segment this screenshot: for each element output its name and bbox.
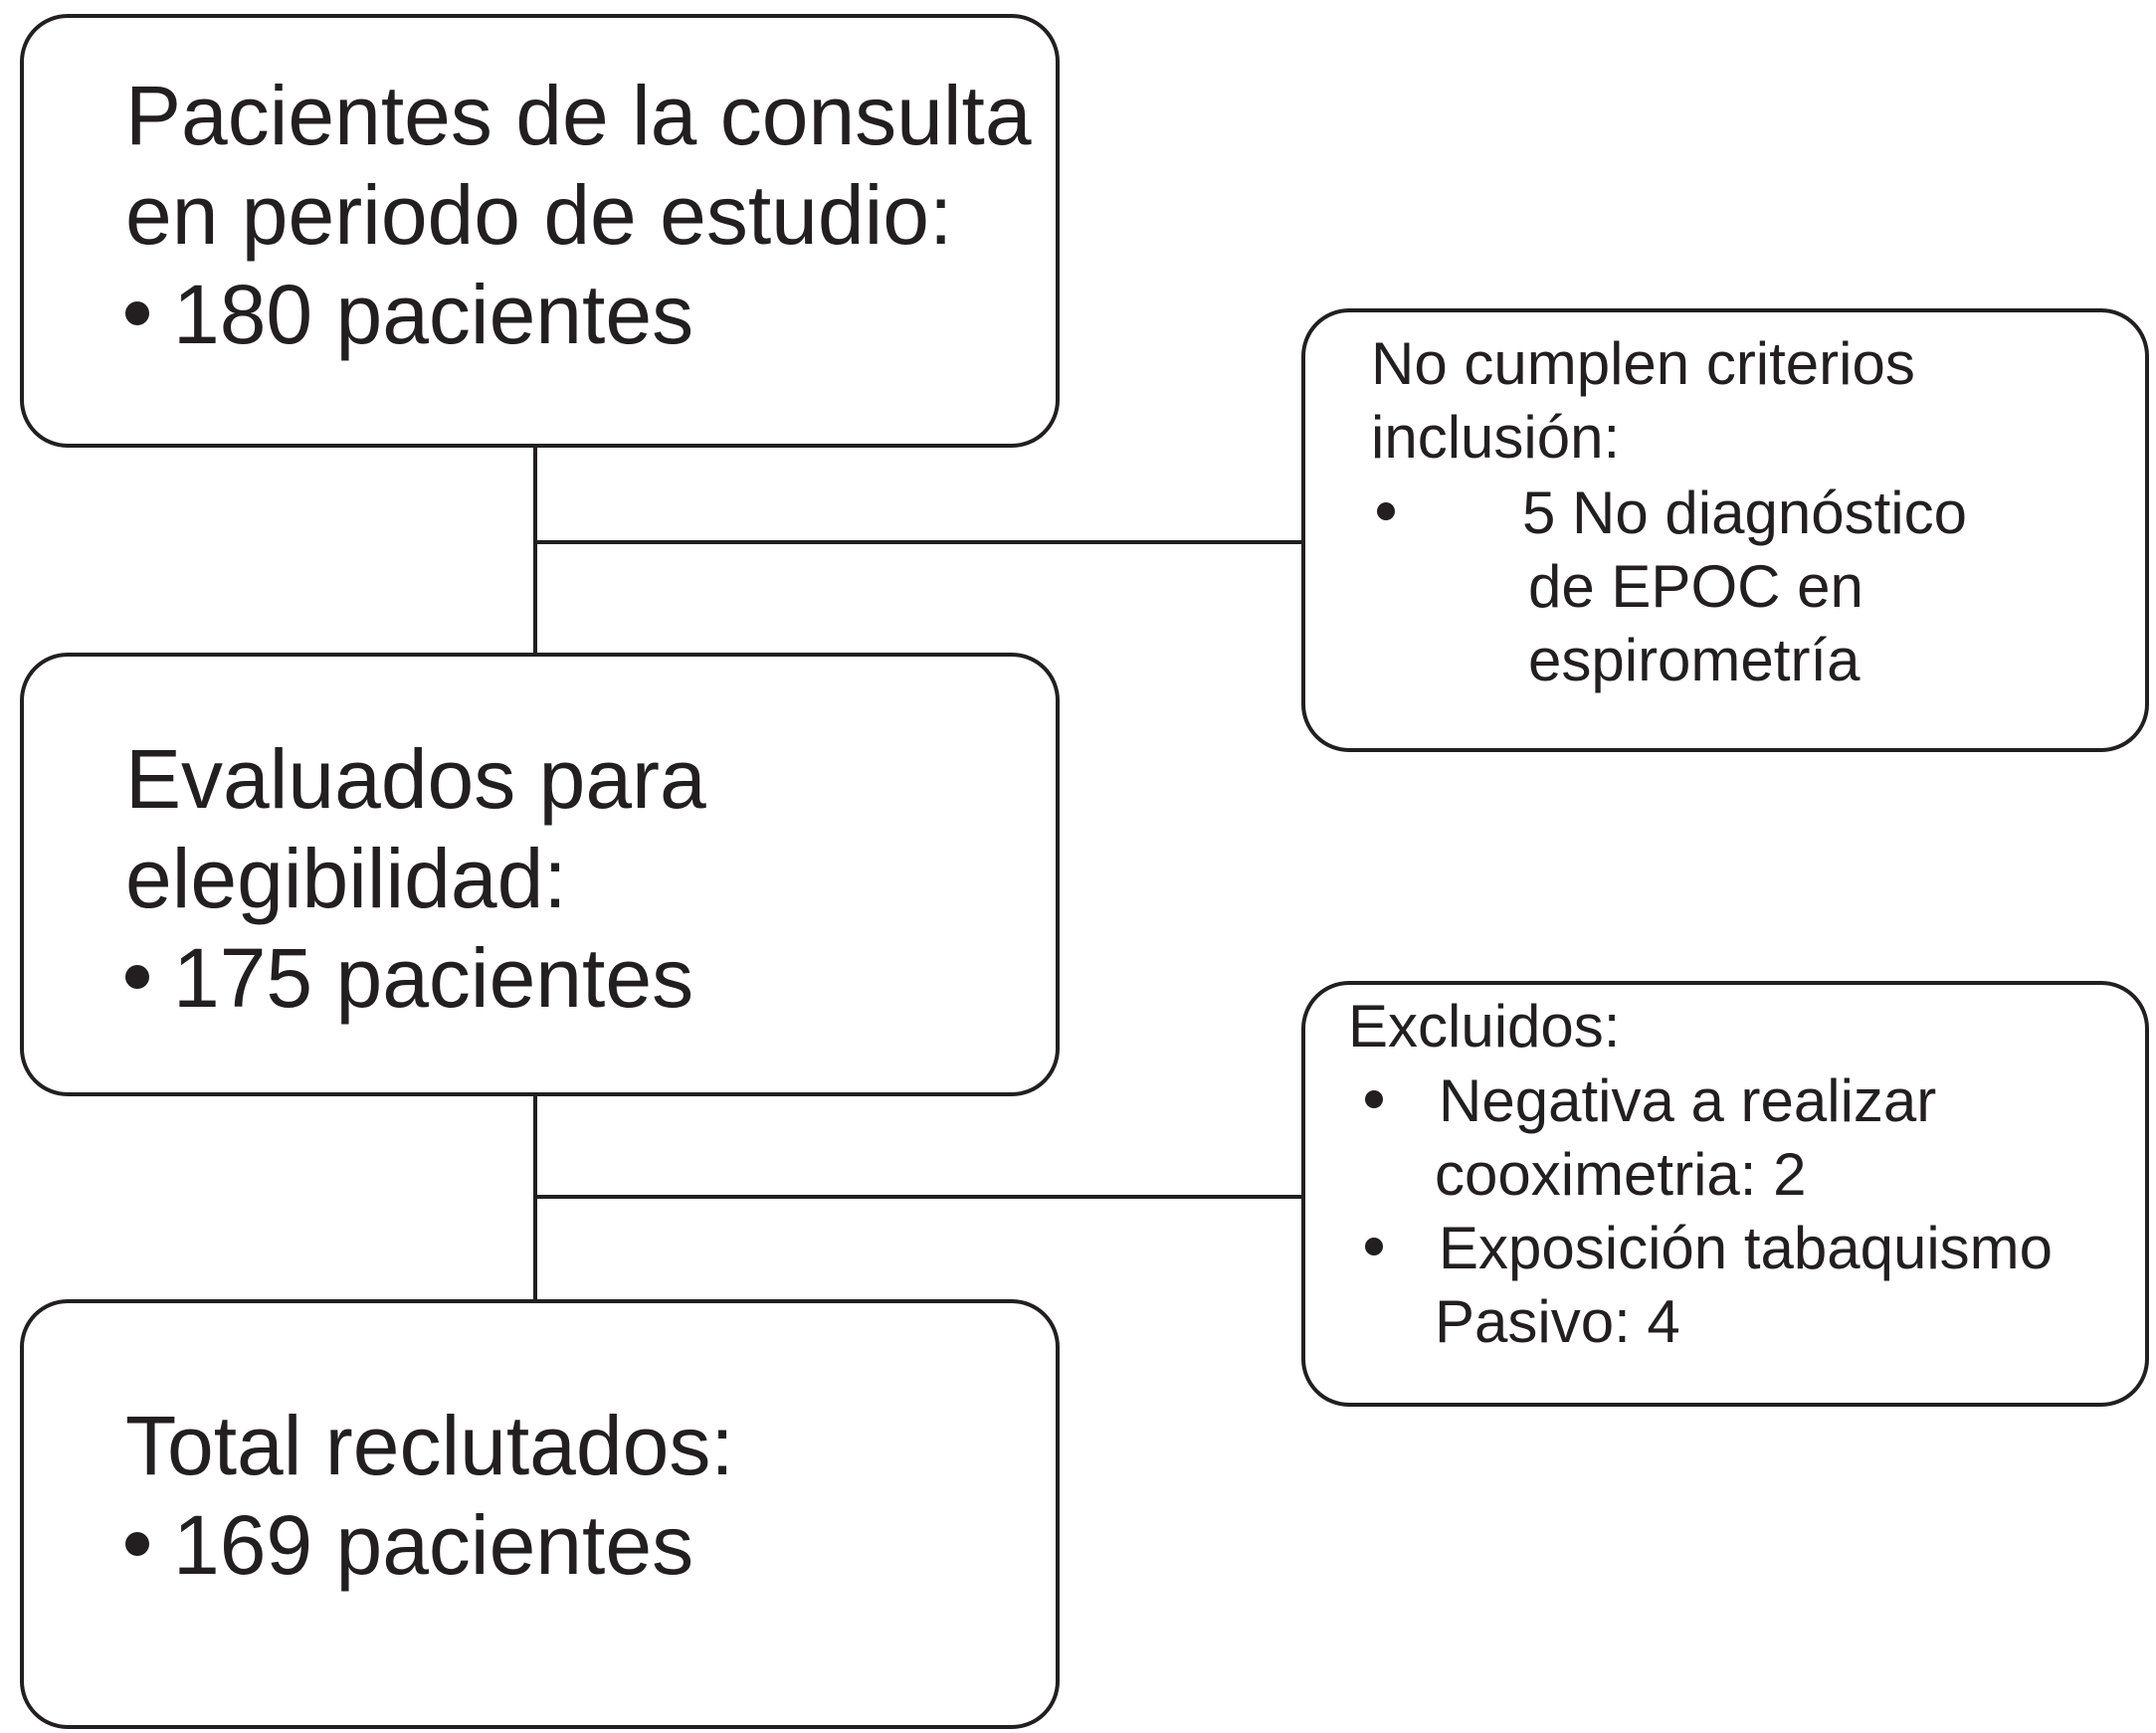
box3-bullet-item: 169 pacientes — [125, 1495, 693, 1595]
excl1-bullet-line1: 5 No diagnóstico — [1522, 480, 1967, 546]
box1-line2: en periodo de estudio: — [125, 168, 953, 262]
excl2-title: Excluidos: — [1348, 993, 1621, 1059]
box1-count: 180 pacientes — [173, 268, 694, 361]
box3-count: 169 pacientes — [173, 1498, 694, 1592]
excl1-bullet-line2: de EPOC en — [1528, 553, 1863, 620]
excl1-line2: inclusión: — [1371, 404, 1621, 471]
box2-count: 175 pacientes — [173, 931, 694, 1025]
box2-line1: Evaluados para — [125, 732, 706, 826]
bullet-icon — [1365, 1090, 1383, 1109]
excl2-item1-line2: cooximetria: 2 — [1435, 1141, 1807, 1208]
box3-line1: Total reclutados: — [125, 1399, 734, 1492]
bullet-icon — [1365, 1238, 1383, 1256]
bullet-icon — [1377, 502, 1395, 521]
excl2-item2-line2: Pasivo: 4 — [1435, 1288, 1680, 1355]
box2-line2: elegibilidad: — [125, 832, 567, 925]
bullet-icon — [125, 1531, 149, 1556]
excl2-item2-bullet — [1365, 1212, 1383, 1285]
box-study-patients — [20, 14, 1060, 448]
bullet-icon — [125, 300, 149, 325]
excl2-item2-line1: Exposición tabaquismo — [1439, 1215, 2054, 1281]
box-total-recruited — [20, 1299, 1060, 1729]
box1-line1: Pacientes de la consulta — [125, 69, 1032, 162]
excl1-bullet-line3: espirometría — [1528, 627, 1861, 693]
box1-bullet-item: 180 pacientes — [125, 265, 693, 364]
box-eligibility — [20, 653, 1060, 1096]
excl1-line1: No cumplen criterios — [1371, 330, 1915, 397]
excl1-bullet — [1377, 477, 1395, 550]
box2-bullet-item: 175 pacientes — [125, 928, 693, 1028]
excl2-item1-line1: Negativa a realizar — [1439, 1067, 1937, 1134]
box-excluded — [1301, 981, 2149, 1407]
excl2-item1-bullet — [1365, 1064, 1383, 1138]
box-not-meeting-criteria — [1301, 308, 2149, 752]
bullet-icon — [125, 964, 149, 989]
